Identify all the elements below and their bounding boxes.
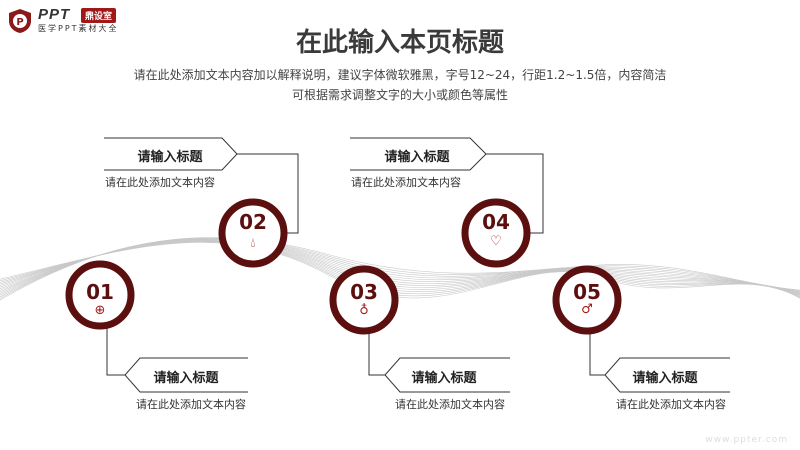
step-number-04: 04 bbox=[482, 210, 510, 234]
step-number-02: 02 bbox=[239, 210, 267, 234]
page-description-line1: 请在此处添加文本内容加以解释说明，建议字体微软雅黑，字号12~24，行距1.2~… bbox=[133, 68, 667, 82]
step-number-03: 03 bbox=[350, 280, 378, 304]
step-text-03: 请在此处添加文本内容 bbox=[395, 398, 505, 411]
step-circles bbox=[65, 198, 622, 335]
wave-decoration bbox=[0, 237, 800, 301]
step-circle-03 bbox=[329, 265, 399, 335]
wave-line bbox=[0, 242, 800, 299]
logo-tagline: 医学PPT素材大全 bbox=[38, 24, 119, 33]
page-title: 在此输入本页标题 bbox=[295, 28, 504, 58]
step-title-01: 请输入标题 bbox=[153, 371, 219, 386]
shield-logo-icon: P bbox=[9, 9, 31, 33]
step-number-01: 01 bbox=[86, 280, 114, 304]
step-text-01: 请在此处添加文本内容 bbox=[136, 398, 246, 411]
drop-icon: 💧︎ bbox=[250, 236, 256, 251]
step-circle-05 bbox=[552, 265, 622, 335]
svg-text:P: P bbox=[16, 17, 23, 28]
step-text-02: 请在此处添加文本内容 bbox=[105, 176, 215, 189]
step-circle-04 bbox=[461, 198, 531, 268]
watermark: www.ppter.com bbox=[705, 435, 788, 445]
step-title-03: 请输入标题 bbox=[411, 371, 477, 386]
pill-clock-icon: ⊕ bbox=[94, 303, 106, 318]
step-title-05: 请输入标题 bbox=[632, 371, 698, 386]
heart-plus-icon: ♡ bbox=[490, 234, 502, 249]
step-text-04: 请在此处添加文本内容 bbox=[351, 176, 461, 189]
stethoscope-icon: ♂ bbox=[581, 302, 593, 317]
page-description-line2: 可根据需求调整文字的大小或颜色等属性 bbox=[291, 88, 508, 102]
logo-brand: PPT bbox=[38, 6, 71, 23]
step-title-04: 请输入标题 bbox=[384, 150, 450, 165]
step-number-05: 05 bbox=[573, 280, 601, 304]
logo: P PPT 鼎设室 医学PPT素材大全 bbox=[8, 6, 138, 36]
connectors bbox=[104, 137, 730, 393]
step-title-02: 请输入标题 bbox=[137, 150, 203, 165]
logo-badge: 鼎设室 bbox=[81, 8, 117, 23]
tooth-icon: ♁ bbox=[359, 303, 369, 318]
step-circle-02 bbox=[218, 198, 288, 268]
step-circle-01 bbox=[65, 260, 135, 330]
step-text-05: 请在此处添加文本内容 bbox=[616, 398, 726, 411]
